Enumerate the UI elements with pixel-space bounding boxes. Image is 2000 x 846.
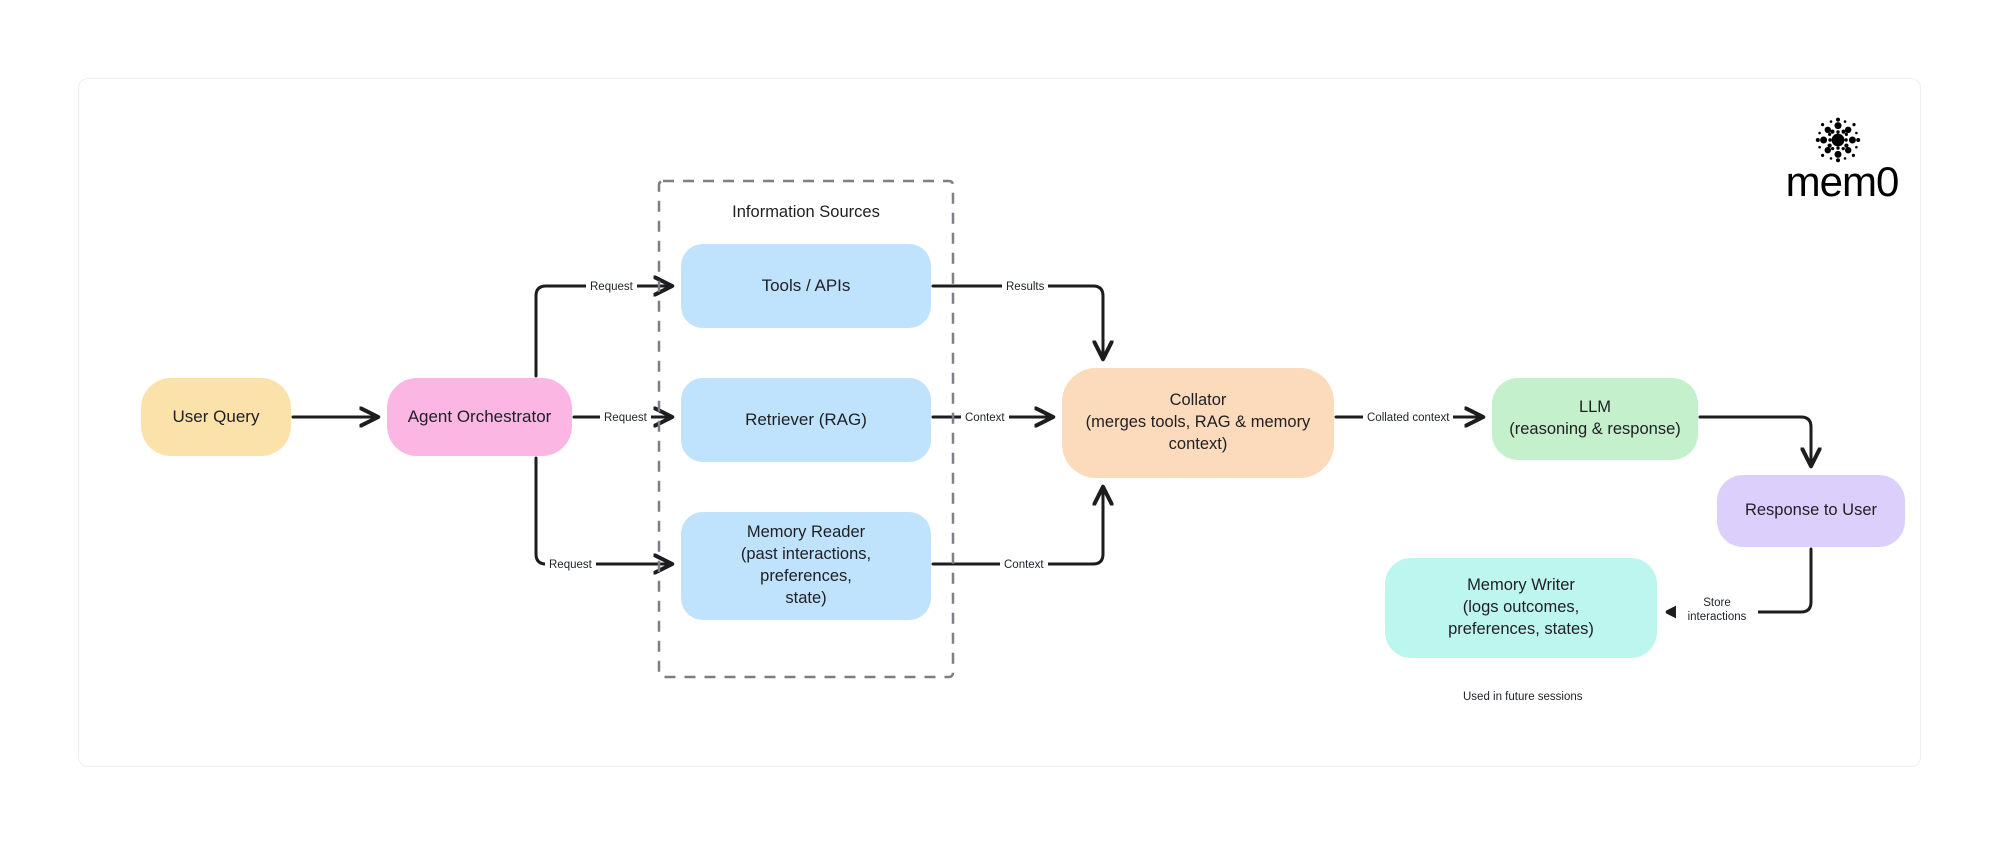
node-memory-writer[interactable]: Memory Writer (logs outcomes, preference… <box>1385 558 1657 658</box>
node-memory-writer-line-3: preferences, states) <box>1448 619 1594 638</box>
node-response-to-user-line-1: Response to User <box>1744 501 1878 520</box>
node-memory-reader[interactable]: Memory Reader (past interactions, prefer… <box>681 512 931 620</box>
edge-label-context-retriever: Context <box>961 410 1009 427</box>
node-llm-line-1: LLM <box>1578 398 1612 417</box>
mem0-logo: mem0 <box>1782 112 1902 205</box>
node-tools-apis-line-1: Tools / APIs <box>761 275 851 295</box>
node-memory-reader-line-1: Memory Reader <box>746 523 866 542</box>
node-llm-line-2: (reasoning & response) <box>1509 420 1681 438</box>
edge-label-context-memoryreader: Context <box>1000 557 1048 574</box>
node-user-query-line-1: User Query <box>172 406 260 426</box>
node-collator[interactable]: Collator (merges tools, RAG & memory con… <box>1062 368 1334 478</box>
node-tools-apis[interactable]: Tools / APIs <box>681 244 931 328</box>
node-retriever-rag-line-1: Retriever (RAG) <box>745 409 867 429</box>
edge-label-results: Results <box>1002 279 1049 296</box>
edge-label-request-tools: Request <box>586 279 637 296</box>
node-agent-orchestrator[interactable]: Agent Orchestrator <box>387 378 572 456</box>
node-memory-writer-line-1: Memory Writer <box>1467 576 1575 595</box>
node-memory-reader-line-2: (past interactions, preferences, <box>740 545 872 585</box>
edge-label-collated-context: Collated context <box>1363 410 1454 427</box>
node-collator-line-3: context) <box>1168 434 1228 453</box>
node-collator-line-2: (merges tools, RAG & memory <box>1085 413 1311 432</box>
note-used-in-future-sessions: Used in future sessions <box>1459 689 1587 706</box>
edge-label-store-interactions: Store interactions <box>1676 595 1758 626</box>
node-retriever-rag[interactable]: Retriever (RAG) <box>681 378 931 462</box>
edge-label-request-retriever: Request <box>600 410 651 427</box>
node-response-to-user[interactable]: Response to User <box>1717 475 1905 547</box>
node-collator-line-1: Collator <box>1169 391 1227 410</box>
node-agent-orchestrator-line-1: Agent Orchestrator <box>407 406 552 426</box>
node-user-query[interactable]: User Query <box>141 378 291 456</box>
node-memory-writer-line-2: (logs outcomes, <box>1462 598 1580 617</box>
node-memory-reader-line-3: state) <box>785 588 827 607</box>
information-sources-group-title: Information Sources <box>732 203 880 221</box>
mem0-dot-burst-icon <box>1815 117 1861 163</box>
node-llm[interactable]: LLM (reasoning & response) <box>1492 378 1698 460</box>
mem0-wordmark: mem0 <box>1785 158 1900 205</box>
edge-label-request-memoryreader: Request <box>545 557 596 574</box>
